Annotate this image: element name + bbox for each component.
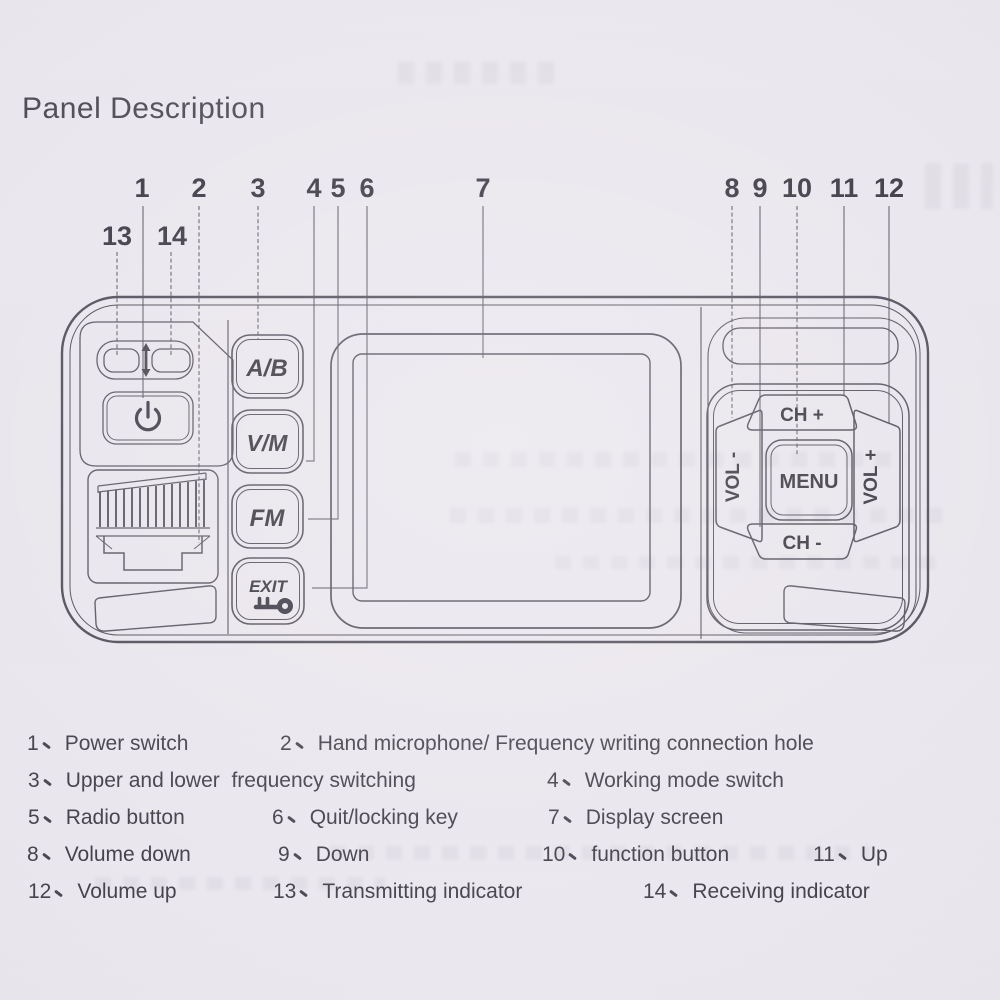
function-buttons: A/B V/M FM EXIT [231,334,305,625]
vol-up-label: VOL + [861,449,882,504]
rj45-comb-top [97,472,207,493]
ch-down-label: CH - [782,533,821,554]
power-button-inner [106,395,190,441]
page-title: Panel Description [22,92,266,125]
display-screen [330,333,682,629]
bottom-right-trim [783,585,906,632]
rj45-bevels [95,535,211,550]
vm-label: V/M [247,430,289,456]
callout-8: 8 [724,173,739,203]
dpad-outline-inner [713,390,903,624]
callout-5: 5 [330,173,345,203]
body-outline-inner [69,304,921,636]
callout-11: 11 [830,173,859,203]
body-outline-outer [60,295,930,644]
rj45-plug-steps [103,536,203,571]
menu-button-inner [770,444,848,516]
right-panel: CH + CH - MENU VOL - VOL + [706,317,917,634]
transmitting-indicator [103,348,140,373]
callout-7: 7 [475,173,490,203]
fm-button-inner [236,489,299,544]
ch-up-label: CH + [780,405,824,426]
up-down-arrow-icon [141,343,151,377]
callout-2: 2 [191,173,206,203]
power-icon [134,400,162,432]
callout-4: 4 [306,173,321,203]
menu-button [765,439,853,521]
callout-numbers: 1 2 3 4 5 6 7 8 9 10 11 12 13 14 [102,173,904,251]
callout-6: 6 [359,173,374,203]
callout-10: 10 [782,173,812,203]
leader-5 [308,206,339,520]
left-panel [79,321,234,467]
ab-button-inner [236,339,299,394]
power-button [102,391,194,445]
callout-14: 14 [157,221,187,251]
connector-housing [87,469,219,584]
leader-6 [312,206,368,589]
indicator-capsule [96,340,194,380]
vm-button [231,409,304,474]
display-glass [352,353,651,602]
radio-body [60,295,930,644]
fm-button [231,484,304,549]
leader-4 [306,206,315,462]
key-lock-icon [253,596,293,614]
vol-up-button [853,409,901,543]
dpad-outline-outer [706,383,910,631]
callout-9: 9 [752,173,767,203]
fm-label: FM [250,505,286,532]
vol-down-label: VOL - [723,452,744,502]
mic-connector [87,469,219,584]
receiving-indicator [151,348,191,373]
exit-button-inner [236,562,300,620]
display-bezel [330,333,682,629]
exit-label: EXIT [249,577,288,596]
ch-down-button [746,523,858,560]
exit-button [231,557,305,625]
right-panel-outline [707,317,917,634]
speaker-grille [722,327,899,365]
vol-down-button [715,409,763,543]
bottom-left-trim [94,585,217,632]
callout-12: 12 [874,173,904,203]
rj45-pins [99,480,205,527]
menu-label: MENU [780,471,839,493]
ch-up-button [746,394,858,431]
ab-label: A/B [245,355,287,382]
rj45-base-band [96,527,210,537]
callout-3: 3 [250,173,265,203]
ab-button [231,334,304,399]
vm-button-inner [236,414,299,469]
bottom-trims [94,585,906,632]
callout-1: 1 [134,173,149,203]
callout-13: 13 [102,221,132,251]
